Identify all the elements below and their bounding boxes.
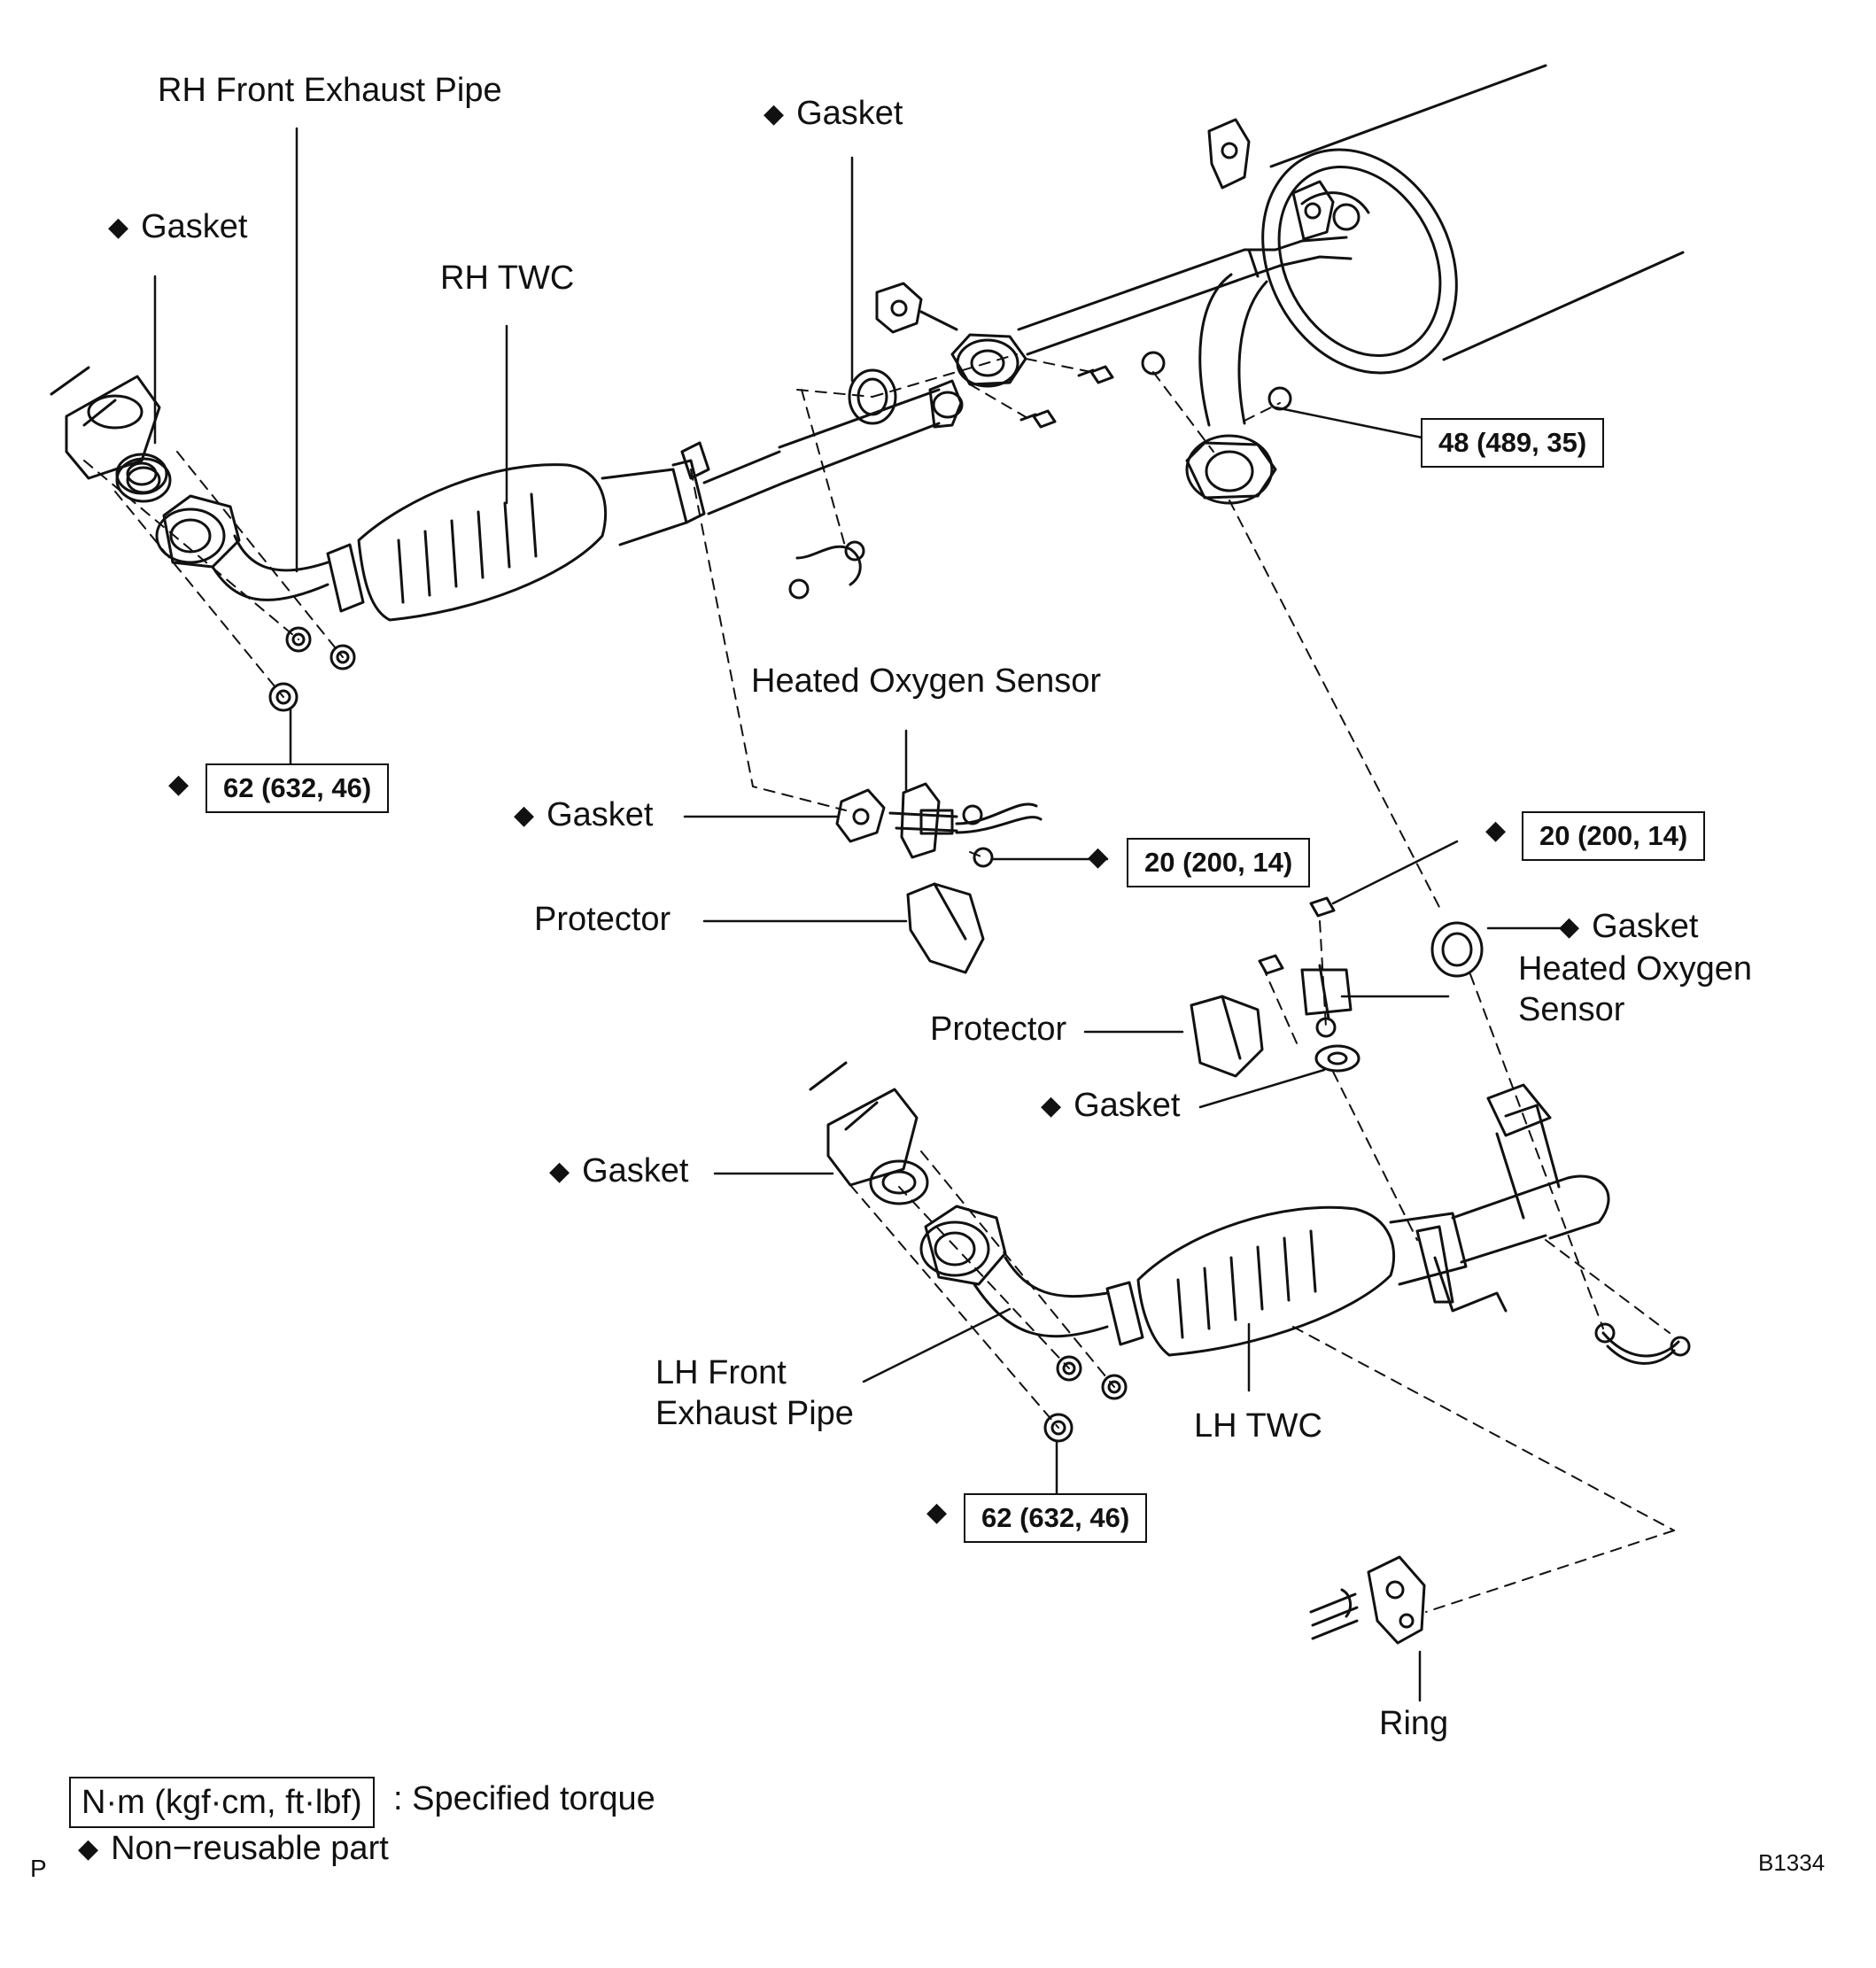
label-heated-oxygen-sensor-lh: Heated Oxygen Sensor	[1518, 949, 1752, 1030]
label-gasket-center: ◆ Gasket	[764, 94, 903, 135]
corner-left-mark: P	[30, 1855, 47, 1882]
non-reusable-symbol: ◆	[764, 99, 785, 128]
rh-front-exhaust-pipe	[50, 366, 329, 601]
label-gasket-lh-rear: ◆ Gasket	[1559, 907, 1698, 948]
lh-front-exhaust-pipe	[809, 1061, 1109, 1338]
non-reusable-symbol: ◆	[514, 801, 535, 830]
legend-non-reusable-text: Non−reusable part	[111, 1830, 389, 1867]
label-protector-lower: Protector	[930, 1011, 1067, 1048]
torque-48: 48 (489, 35)	[1421, 418, 1605, 468]
label-gasket-lh-front: ◆ Gasket	[549, 1151, 688, 1192]
rh-heated-oxygen-sensor	[835, 782, 1043, 868]
gasket-label: Gasket	[141, 208, 248, 245]
gasket-label: Gasket	[1074, 1087, 1181, 1124]
label-gasket-rh-sensor: ◆ Gasket	[514, 795, 653, 836]
bolts-center	[1019, 351, 1292, 429]
label-heated-oxygen-sensor-rh: Heated Oxygen Sensor	[751, 662, 1102, 700]
label-ring: Ring	[1379, 1705, 1449, 1742]
non-reusable-symbol: ◆	[1485, 816, 1507, 845]
legend-torque-unit-box: N·m (kgf·cm, ft·lbf)	[69, 1777, 375, 1828]
non-reusable-symbol: ◆	[108, 213, 129, 242]
non-reusable-symbol: ◆	[168, 770, 190, 799]
non-reusable-symbol: ◆	[926, 1498, 948, 1527]
dashed-assembly-lines	[83, 353, 1675, 1613]
torque-20-lh: 20 (200, 14)	[1522, 811, 1706, 861]
center-pipe-flange	[875, 282, 1027, 388]
lh-twc	[1105, 1083, 1610, 1357]
gasket-label: Gasket	[547, 796, 654, 833]
label-gasket-lh-sensor: ◆ Gasket	[1041, 1086, 1180, 1127]
center-pipe	[1017, 236, 1353, 505]
label-line-2: Exhaust Pipe	[655, 1394, 854, 1432]
non-reusable-symbol: ◆	[1041, 1091, 1062, 1120]
torque-62-rh: 62 (632, 46)	[205, 763, 390, 813]
hanger-upper	[1207, 118, 1335, 241]
ring	[1309, 1555, 1426, 1645]
rh-twc	[326, 379, 964, 622]
torque-20-rh: 20 (200, 14)	[1127, 838, 1311, 887]
legend-non-reusable: ◆ Non−reusable part	[78, 1830, 389, 1868]
gasket-label: Gasket	[582, 1152, 689, 1189]
gasket-label: Gasket	[1592, 908, 1699, 945]
label-line-2: Sensor	[1518, 990, 1625, 1028]
gasket-label: Gasket	[796, 95, 903, 132]
nuts-rh	[268, 626, 356, 712]
gasket-rh-front	[115, 453, 168, 495]
label-line-1: LH Front	[655, 1354, 787, 1391]
label-protector-upper: Protector	[534, 901, 671, 938]
gasket-lh-rear	[1430, 921, 1484, 978]
nuts-lh	[1043, 1355, 1128, 1443]
rh-sensor-cable-upper	[788, 540, 865, 600]
leader-lines	[153, 127, 1562, 1702]
gasket-lh-sensor	[1314, 1044, 1360, 1073]
label-rh-twc: RH TWC	[440, 260, 575, 297]
non-reusable-symbol: ◆	[78, 1834, 99, 1863]
lh-oxygen-sensor	[1258, 896, 1353, 1038]
non-reusable-symbol: ◆	[549, 1157, 570, 1186]
muffler	[1261, 64, 1685, 375]
label-lh-front-exhaust-pipe: LH Front Exhaust Pipe	[655, 1353, 854, 1434]
legend-torque-desc: : Specified torque	[393, 1780, 655, 1817]
figure-code: B1334	[1758, 1849, 1826, 1876]
label-rh-front-exhaust-pipe: RH Front Exhaust Pipe	[158, 72, 502, 109]
torque-62-lh: 62 (632, 46)	[964, 1493, 1148, 1543]
label-gasket-rh-front: ◆ Gasket	[108, 207, 247, 248]
label-lh-twc: LH TWC	[1194, 1407, 1322, 1445]
label-line-1: Heated Oxygen	[1518, 950, 1753, 988]
lh-sensor-cable	[1594, 1322, 1691, 1365]
non-reusable-symbol: ◆	[1559, 912, 1580, 941]
protector-upper	[906, 882, 985, 974]
non-reusable-symbol: ◆	[1088, 842, 1109, 872]
protector-lower	[1190, 995, 1264, 1078]
